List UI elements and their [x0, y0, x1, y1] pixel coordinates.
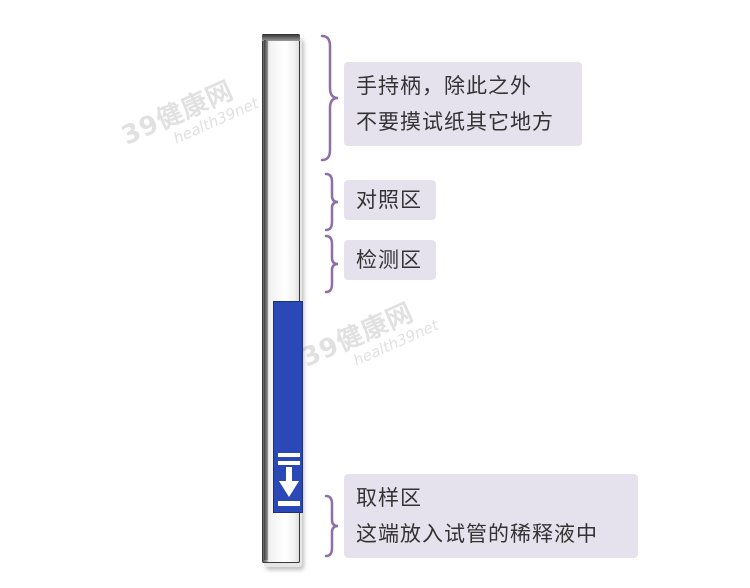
- control-zone-label: 对照区: [344, 180, 436, 220]
- test-bracket-icon: [324, 234, 339, 294]
- sample-bracket-icon: [324, 494, 339, 558]
- sample-zone-label-line1: 取样区: [356, 486, 422, 510]
- control-zone-label-text: 对照区: [356, 188, 422, 212]
- test-strip-top-edge: [262, 34, 300, 41]
- sample-zone-label: 取样区 这端放入试管的稀释液中: [344, 474, 638, 558]
- handle-bracket-icon: [320, 34, 339, 162]
- sample-zone-label-line2: 这端放入试管的稀释液中: [356, 522, 598, 546]
- test-strip-side-edge: [264, 40, 268, 560]
- watermark-logo: 39健康网 health39net: [117, 70, 261, 165]
- handle-label: 手持柄，除此之外 不要摸试纸其它地方: [344, 62, 582, 146]
- handle-label-line1: 手持柄，除此之外: [356, 74, 532, 98]
- test-zone-label: 检测区: [344, 240, 436, 280]
- watermark-logo-center: 39健康网 health39net: [297, 292, 441, 387]
- control-bracket-icon: [324, 172, 339, 232]
- test-zone-label-text: 检测区: [356, 248, 422, 272]
- handle-label-line2: 不要摸试纸其它地方: [356, 110, 554, 134]
- insert-direction-arrow-icon: [278, 453, 300, 506]
